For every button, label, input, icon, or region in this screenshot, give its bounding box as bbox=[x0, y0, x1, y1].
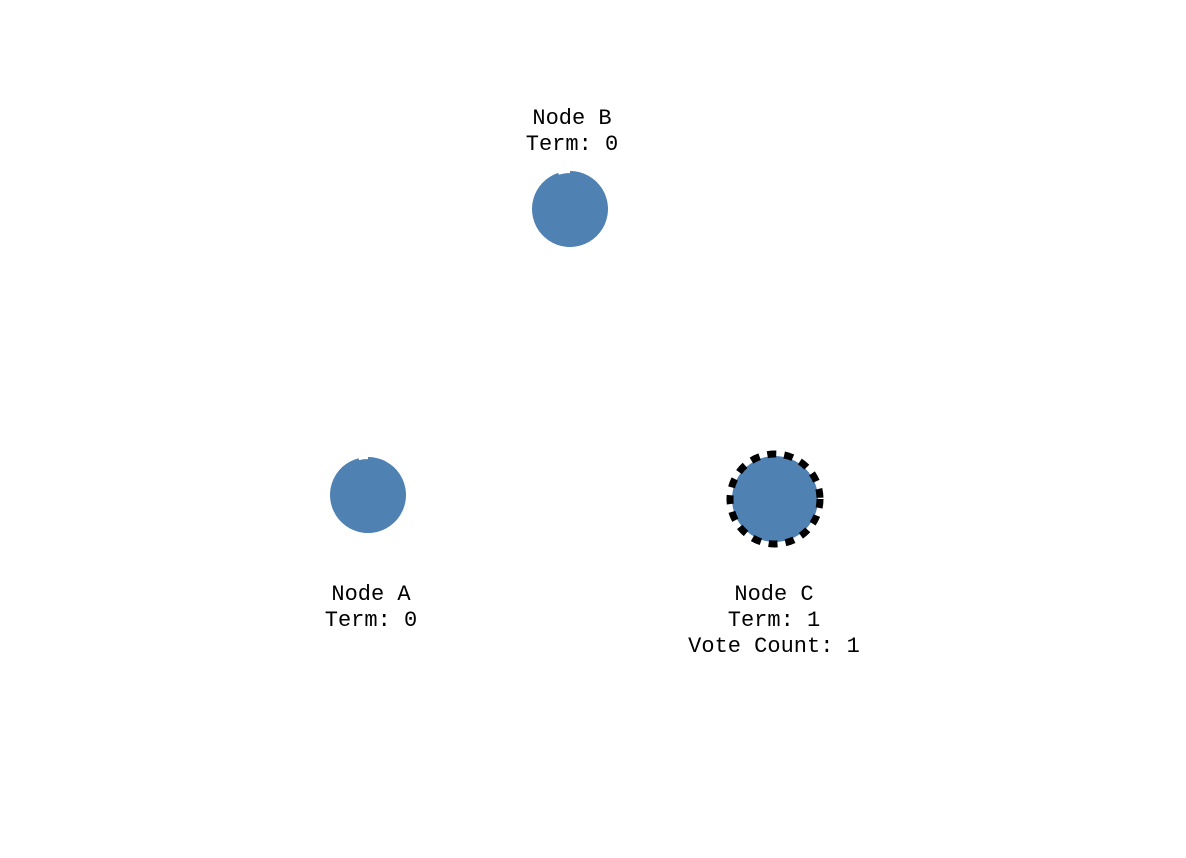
node-c-term: Term: 1 bbox=[728, 608, 820, 633]
node-c-vote-count: Vote Count: 1 bbox=[688, 634, 860, 659]
node-c-circle bbox=[732, 456, 818, 542]
node-a-timer-shape bbox=[330, 457, 407, 533]
node-b-term: Term: 0 bbox=[526, 132, 618, 157]
node-b-name: Node B bbox=[532, 106, 611, 131]
node-a-term: Term: 0 bbox=[325, 608, 417, 633]
node-b[interactable]: Node B Term: 0 bbox=[526, 106, 618, 247]
node-c-name: Node C bbox=[734, 582, 813, 607]
node-b-timer-shape bbox=[531, 171, 608, 247]
node-a-name: Node A bbox=[331, 582, 411, 607]
node-c[interactable]: Node C Term: 1 Vote Count: 1 bbox=[688, 450, 860, 659]
node-a[interactable]: Node A Term: 0 bbox=[325, 457, 417, 633]
candidate-dashed-ring bbox=[726, 450, 824, 548]
